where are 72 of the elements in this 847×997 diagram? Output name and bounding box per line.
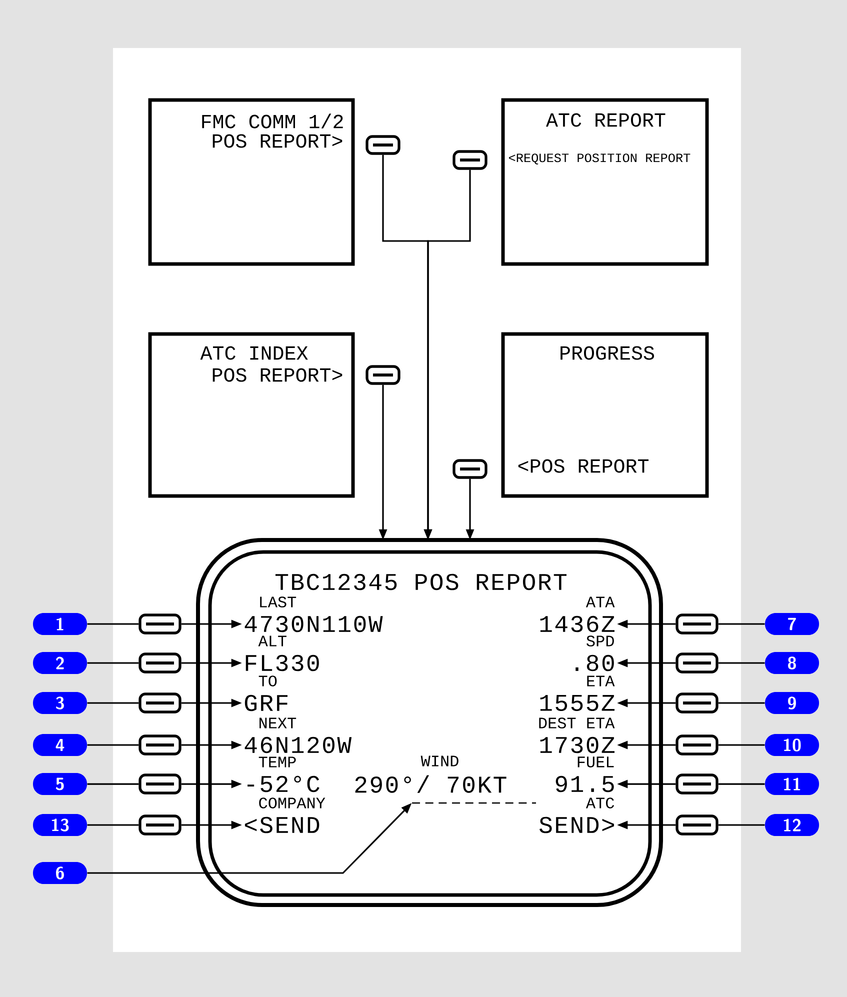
display-box: ATC INDEX POS REPORT> <box>148 332 355 498</box>
line-select-key <box>138 692 182 714</box>
line-select-key <box>676 814 718 836</box>
connector-line <box>87 783 139 785</box>
callout-number: 12 <box>765 814 819 836</box>
callout-number: 13 <box>33 814 87 836</box>
connector-line <box>87 824 139 826</box>
callout-number: 7 <box>765 613 819 635</box>
display-box: PROGRESS <POS REPORT <box>501 332 709 498</box>
field-label: SPD <box>586 636 614 646</box>
line-select-key <box>676 614 718 634</box>
field-value: <SEND <box>244 816 320 834</box>
callout-number: 4 <box>33 734 87 756</box>
line-select-key <box>138 734 182 756</box>
line-select-key <box>138 814 182 836</box>
connector-line <box>87 623 139 625</box>
display-box: FMC COMM 1/2 POS REPORT> <box>148 98 355 266</box>
field-value: .80 <box>576 654 614 672</box>
display-box: ATC REPORT <REQUEST POSITION REPORT <box>501 98 709 266</box>
line-select-key <box>452 150 488 170</box>
connector-line <box>718 702 765 704</box>
line-select-key <box>138 652 182 674</box>
field-value: 290°/ 70KT <box>355 775 506 793</box>
line-select-key <box>676 652 718 674</box>
line-select-key <box>138 774 182 794</box>
field-label: WIND <box>420 756 458 766</box>
line-select-key <box>366 135 400 155</box>
field-label: LAST <box>260 596 296 608</box>
callout-number: 11 <box>765 773 819 796</box>
callout-number: 6 <box>33 862 87 884</box>
field-label: TO <box>258 676 277 686</box>
line-select-key <box>676 774 718 794</box>
field-value: FL330 <box>246 654 319 672</box>
line-select-key <box>676 692 718 714</box>
line-select-key <box>676 734 718 756</box>
field-label: NEXT <box>260 718 296 728</box>
callout-number: 9 <box>765 692 819 714</box>
field-label: ETA <box>587 676 615 686</box>
field-value: 4730N110W <box>244 616 383 632</box>
line-select-key <box>366 365 400 385</box>
field-label: FUEL <box>578 756 614 768</box>
field-value: -52°C <box>248 776 320 792</box>
callout-number: 10 <box>765 734 819 756</box>
connector-line <box>718 662 765 664</box>
field-label: ALT <box>258 636 286 646</box>
connector-line <box>87 662 139 664</box>
field-value: 1555Z <box>540 695 614 712</box>
field-label: TEMP <box>258 756 296 768</box>
field-value: 46N120W <box>244 736 352 754</box>
callout-number: 5 <box>33 773 87 796</box>
connector-line <box>87 702 139 704</box>
field-value: 1730Z <box>540 736 614 754</box>
connector-line <box>718 744 765 746</box>
connector-line <box>718 783 765 785</box>
field-label: DEST ETA <box>539 718 615 728</box>
field-value: SEND> <box>540 816 614 834</box>
field-label: COMPANY <box>259 798 326 808</box>
callout-number: 1 <box>33 613 87 635</box>
callout-number: 8 <box>765 652 819 674</box>
dashed-line <box>412 802 536 804</box>
field-value: 91.5 <box>556 776 614 792</box>
connector-line <box>718 824 765 826</box>
field-value: 1436Z <box>540 616 614 632</box>
line-select-key <box>138 614 182 634</box>
line-select-key <box>452 459 488 479</box>
connector-line <box>87 744 139 746</box>
connector-line <box>718 623 765 625</box>
callout-number: 2 <box>33 652 87 674</box>
field-label: ATA <box>586 596 615 608</box>
callout-number: 3 <box>33 692 87 714</box>
field-value: GRF <box>244 694 288 712</box>
field-label: ATC <box>586 798 614 808</box>
